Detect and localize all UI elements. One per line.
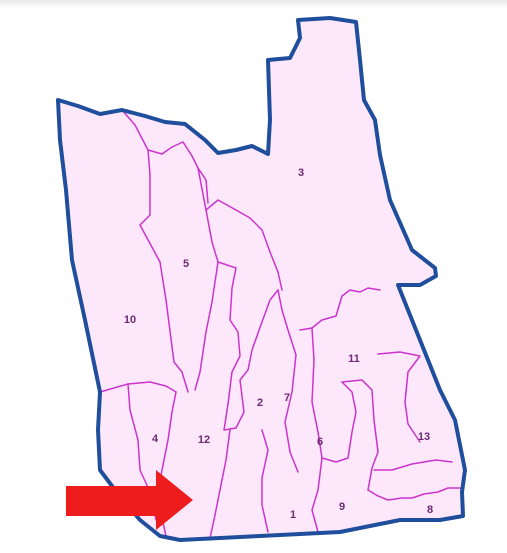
pointer-arrow-icon <box>66 470 193 530</box>
border-1-12 <box>261 429 269 533</box>
border-10-5 <box>121 109 189 393</box>
district-label-9: 9 <box>339 501 345 513</box>
border-2-7 <box>277 289 299 473</box>
border-3-west <box>205 199 283 291</box>
district-label-6: 6 <box>317 436 323 448</box>
district-label-8: 8 <box>427 504 433 516</box>
district-label-12: 12 <box>198 434 210 446</box>
border-5-north <box>147 141 209 204</box>
district-label-4: 4 <box>152 433 159 445</box>
district-label-2: 2 <box>257 397 263 409</box>
border-7-6 <box>311 327 357 463</box>
border-5-12 <box>194 167 219 391</box>
border-12-2 <box>217 261 279 431</box>
border-9-13 <box>373 459 453 471</box>
border-12-1 <box>209 429 231 539</box>
border-11-13 <box>377 351 421 443</box>
district-label-11: 11 <box>348 353 360 365</box>
district-label-10: 10 <box>124 314 136 326</box>
district-label-1: 1 <box>290 509 296 521</box>
district-borders <box>99 109 461 539</box>
border-6-13 <box>341 379 379 491</box>
district-label-7: 7 <box>284 392 290 404</box>
district-label-13: 13 <box>418 431 430 443</box>
border-9-8 <box>367 487 461 501</box>
district-label-3: 3 <box>298 167 304 179</box>
district-label-5: 5 <box>183 258 189 270</box>
border-3-11 <box>299 287 381 331</box>
region-fill <box>58 18 465 540</box>
border-6-9 <box>311 457 323 533</box>
top-shadow-bar <box>0 0 507 8</box>
border-4-10 <box>99 381 177 393</box>
